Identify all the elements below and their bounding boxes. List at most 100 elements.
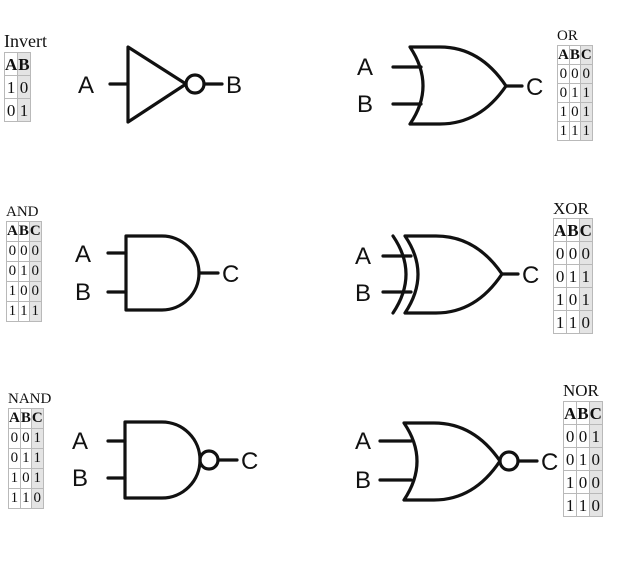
invert-truth-table: A B 1 0 0 1	[3, 52, 31, 122]
or-truth-table: A B C 0 0 0 0 1 1 1 0 1 1 1 1	[557, 45, 593, 141]
input-a-label: A	[75, 241, 91, 268]
header-cell: B	[568, 45, 581, 65]
input-b-label: B	[72, 465, 88, 492]
xor-extra-arc	[391, 234, 408, 315]
table-row: 0 1 1	[552, 264, 593, 288]
input-b-label: B	[357, 91, 373, 118]
table-cell: 1	[579, 102, 593, 122]
header-cell: B	[17, 52, 31, 76]
table-row: 0 1 0	[562, 447, 603, 471]
table-row: 0 1 0	[6, 261, 42, 282]
table-cell: 0	[17, 241, 30, 262]
header-cell: C	[588, 401, 603, 425]
table-cell: 1	[578, 287, 593, 311]
table-row: 1 1 0	[562, 493, 603, 517]
table-cell: 0	[30, 488, 44, 509]
table-cell: 0	[578, 310, 593, 334]
table-cell: 1	[6, 301, 19, 322]
input-a-label: A	[355, 243, 371, 270]
nor-title: NOR	[563, 381, 599, 400]
table-cell: 1	[28, 301, 42, 322]
table-cell: 0	[588, 447, 603, 471]
table-row: 1 1 1	[557, 121, 593, 141]
table-cell: 1	[17, 301, 30, 322]
table-cell: 1	[17, 98, 31, 122]
nor-gate-body	[402, 421, 502, 502]
or-gate-body	[408, 45, 508, 126]
output-label: C	[522, 262, 539, 289]
input-b-label: B	[75, 279, 91, 306]
table-row: 1 0 0	[562, 470, 603, 494]
table-row: 0 0 0	[6, 241, 42, 262]
header-cell: C	[578, 218, 593, 242]
input-b-label: B	[355, 467, 371, 494]
input-b-label: B	[355, 280, 371, 307]
table-row: 1 0 1	[557, 102, 593, 122]
and-title: AND	[6, 204, 39, 220]
table-cell: 1	[579, 121, 593, 141]
table-cell: 1	[578, 264, 593, 288]
input-a-label: A	[72, 428, 88, 455]
and-gate-body	[124, 234, 201, 312]
table-cell: 0	[578, 241, 593, 265]
not-gate-body	[126, 45, 188, 124]
table-row: 0 0 0	[552, 241, 593, 265]
nor-truth-table: A B C 0 0 1 0 1 0 1 0 0 1 1 0	[562, 401, 603, 517]
header-cell: A	[552, 218, 568, 242]
table-row: 1 1 1	[6, 301, 42, 322]
header-cell: C	[30, 408, 44, 429]
table-cell: 0	[576, 470, 590, 494]
output-label: C	[241, 448, 258, 475]
table-row: A B C	[562, 401, 603, 425]
table-cell: 0	[17, 75, 31, 99]
table-row: A B C	[552, 218, 593, 242]
table-cell: 1	[30, 448, 44, 469]
table-cell: 1	[17, 261, 30, 282]
table-cell: 1	[579, 83, 593, 103]
nand-truth-table: A B C 0 0 1 0 1 1 1 0 1 1 1 0	[8, 408, 44, 509]
table-row: 1 1 0	[552, 310, 593, 334]
output-label: C	[526, 74, 543, 101]
header-cell: B	[17, 221, 30, 242]
xor-title: XOR	[553, 199, 589, 218]
table-cell: 0	[588, 470, 603, 494]
table-row: 0 1	[3, 98, 31, 122]
table-row: A B C	[557, 45, 593, 65]
input-a-label: A	[78, 72, 94, 99]
table-cell: 0	[588, 493, 603, 517]
table-cell: 0	[576, 424, 590, 448]
header-cell: B	[19, 408, 32, 429]
table-cell: 1	[568, 83, 581, 103]
nor-gate-bubble	[498, 450, 520, 472]
input-a-label: A	[355, 428, 371, 455]
table-row: A B C	[8, 408, 44, 429]
xor-gate-body	[403, 234, 504, 315]
table-row: 0 0 1	[562, 424, 603, 448]
table-row: 0 0 0	[557, 64, 593, 84]
table-row: 1 1 0	[8, 488, 44, 509]
table-cell: 1	[588, 424, 603, 448]
header-cell: A	[3, 52, 19, 76]
table-cell: 0	[28, 241, 42, 262]
header-cell: B	[566, 218, 580, 242]
invert-title: Invert	[4, 31, 47, 51]
table-row: A B	[3, 52, 31, 76]
input-a-label: A	[357, 54, 373, 81]
table-cell: 1	[566, 310, 580, 334]
output-label: C	[541, 449, 558, 476]
header-cell: A	[562, 401, 578, 425]
table-cell: 1	[576, 493, 590, 517]
table-row: 0 1 1	[557, 83, 593, 103]
and-truth-table: A B C 0 0 0 0 1 0 1 0 0 1 1 1	[6, 221, 42, 322]
table-row: 1 0 1	[552, 287, 593, 311]
table-row: 1 0	[3, 75, 31, 99]
xor-truth-table: A B C 0 0 0 0 1 1 1 0 1 1 1 0	[552, 218, 593, 334]
table-cell: 1	[568, 121, 581, 141]
table-row: A B C	[6, 221, 42, 242]
